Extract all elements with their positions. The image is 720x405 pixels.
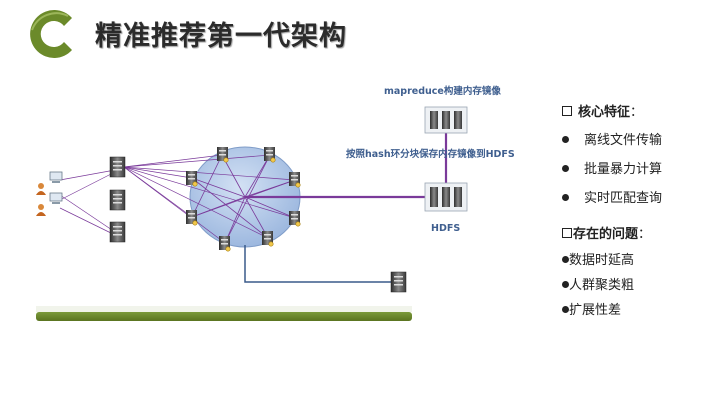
hash-label: 按照hash环分块保存内存镜像到HDFS bbox=[346, 148, 515, 160]
mapreduce-label: mapreduce构建内存镜像 bbox=[384, 85, 501, 97]
problem-item: 数据时延高 bbox=[562, 249, 634, 268]
server-icon bbox=[186, 171, 198, 187]
server-icon bbox=[186, 210, 198, 226]
architecture-diagram: mapreduce构建内存镜像 按照hash环分块保存内存镜像到HDFS HDF… bbox=[36, 85, 515, 321]
frontend-servers bbox=[109, 156, 126, 243]
user-icon bbox=[36, 183, 46, 195]
query-server-icon bbox=[390, 271, 407, 293]
ring-nodes bbox=[186, 147, 301, 252]
core-features-title: 核心特征： bbox=[562, 101, 643, 120]
core-feature-item: 批量暴力计算 bbox=[562, 158, 662, 177]
server-icon bbox=[109, 156, 126, 178]
server-icon bbox=[289, 172, 301, 188]
bullet-icon bbox=[562, 165, 569, 172]
square-bullet-icon bbox=[562, 106, 572, 116]
bullet-icon bbox=[562, 256, 569, 263]
clients bbox=[36, 171, 63, 216]
square-bullet-icon bbox=[562, 228, 572, 238]
server-icon bbox=[217, 147, 229, 163]
logo-c-icon bbox=[30, 10, 72, 58]
core-feature-item: 实时匹配查询 bbox=[562, 187, 662, 206]
server-icon bbox=[289, 211, 301, 227]
hdfs-server-icon bbox=[424, 182, 468, 212]
user-icon bbox=[36, 204, 46, 216]
problems-title: 存在的问题： bbox=[562, 223, 651, 242]
base-bar bbox=[36, 312, 412, 321]
core-feature-item: 离线文件传输 bbox=[562, 129, 662, 148]
server-icon bbox=[219, 236, 231, 252]
bullet-icon bbox=[562, 306, 569, 313]
server-icon bbox=[264, 147, 276, 163]
bullet-icon bbox=[562, 281, 569, 288]
client-links bbox=[59, 154, 296, 244]
server-icon bbox=[109, 189, 126, 211]
hdfs-label: HDFS bbox=[431, 223, 460, 234]
page-title: 精准推荐第一代架构 bbox=[95, 21, 347, 52]
bullet-icon bbox=[562, 136, 569, 143]
problem-item: 扩展性差 bbox=[562, 299, 621, 318]
server-icon bbox=[262, 231, 274, 247]
computer-icon bbox=[49, 171, 63, 183]
mapreduce-server-icon bbox=[424, 106, 468, 134]
bullet-icon bbox=[562, 194, 569, 201]
computer-icon bbox=[49, 192, 63, 204]
query-link bbox=[244, 245, 392, 283]
server-icon bbox=[109, 221, 126, 243]
problem-item: 人群聚类粗 bbox=[562, 274, 634, 293]
